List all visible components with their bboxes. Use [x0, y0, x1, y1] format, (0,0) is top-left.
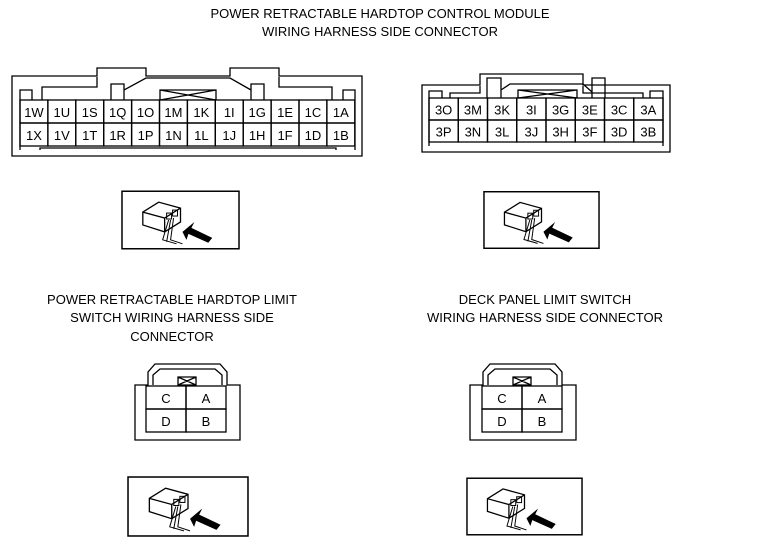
pin-label: 1L — [194, 128, 208, 143]
pin-label: 1H — [249, 128, 266, 143]
pin-label: C — [161, 391, 170, 406]
pin-label: 1N — [165, 128, 182, 143]
pin-label: 3D — [611, 125, 628, 140]
main-title-line1: POWER RETRACTABLE HARDTOP CONTROL MODULE — [210, 6, 549, 21]
limit-title-line3: CONNECTOR — [130, 329, 214, 344]
pin-label: 3F — [582, 125, 597, 140]
harness-side-view-icon — [121, 190, 240, 250]
pin-label: 3B — [640, 125, 656, 140]
pin-label: 3C — [611, 103, 628, 118]
deck-panel-connector: C A D B — [469, 363, 577, 441]
pin-label: 1I — [224, 105, 235, 120]
pin-label: 1O — [137, 105, 154, 120]
pin-label: 1A — [333, 105, 349, 120]
harness-side-view-icon — [127, 476, 249, 537]
pin-label: B — [202, 414, 211, 429]
pin-label: B — [538, 414, 547, 429]
pin-label: D — [497, 414, 506, 429]
pin-label: 3K — [494, 103, 510, 118]
pin-label: A — [538, 391, 547, 406]
pin-cell — [326, 122, 356, 147]
pin-label: 1X — [26, 128, 42, 143]
pin-label: 3L — [495, 125, 509, 140]
control-module-connector-3: 3O 3M 3K 3I 3G 3E 3C 3A 3P 3N 3L 3J 3H 3F 3D 3B — [421, 73, 671, 153]
control-module-connector-1: 1W 1U 1S 1Q 1O 1M 1K 1I 1G 1E 1C 1A 1X 1V 1T 1R 1P 1N 1L 1J… — [11, 67, 363, 157]
pin-label: 1F — [277, 128, 292, 143]
pin-label: 3O — [435, 103, 452, 118]
pin-label: 1T — [82, 128, 97, 143]
pin-label: 1B — [333, 128, 349, 143]
pin-label: 1W — [24, 105, 44, 120]
pin-label: 3G — [552, 103, 569, 118]
harness-side-view-icon — [466, 477, 583, 536]
pin-label: 3E — [582, 103, 598, 118]
pin-label: 1K — [193, 105, 209, 120]
pin-label: 1M — [164, 105, 182, 120]
limit-switch-connector: C A D B — [134, 363, 241, 441]
pin-label: C — [497, 391, 506, 406]
pin-label: 3J — [525, 125, 539, 140]
main-title-line2: WIRING HARNESS SIDE CONNECTOR — [262, 24, 498, 39]
pin-label: 1V — [54, 128, 70, 143]
pin-cell — [633, 119, 664, 143]
pin-label: 1E — [277, 105, 293, 120]
harness-side-view-icon — [483, 190, 600, 250]
deck-title-line2: WIRING HARNESS SIDE CONNECTOR — [427, 310, 663, 325]
pin-label: 1D — [305, 128, 322, 143]
pin-label: A — [202, 391, 211, 406]
limit-title-line2: SWITCH WIRING HARNESS SIDE — [70, 310, 274, 325]
pin-label: 1C — [305, 105, 322, 120]
pin-label: 1P — [138, 128, 154, 143]
limit-title-line1: POWER RETRACTABLE HARDTOP LIMIT — [47, 292, 297, 307]
pin-label: 1R — [109, 128, 126, 143]
pin-label: 3I — [526, 103, 537, 118]
deck-title-line1: DECK PANEL LIMIT SWITCH — [459, 292, 631, 307]
pin-label: 3H — [552, 125, 569, 140]
pin-label: D — [161, 414, 170, 429]
pin-label: 1G — [248, 105, 265, 120]
pin-label: 1J — [222, 128, 236, 143]
pin-label: 1U — [54, 105, 71, 120]
pin-cell — [521, 408, 563, 433]
pin-label: 3N — [465, 125, 482, 140]
pin-label: 3P — [436, 125, 452, 140]
pin-label: 3M — [464, 103, 482, 118]
pin-label: 1S — [82, 105, 98, 120]
pin-label: 3A — [640, 103, 656, 118]
pin-label: 1Q — [109, 105, 126, 120]
pin-cell — [185, 408, 227, 433]
